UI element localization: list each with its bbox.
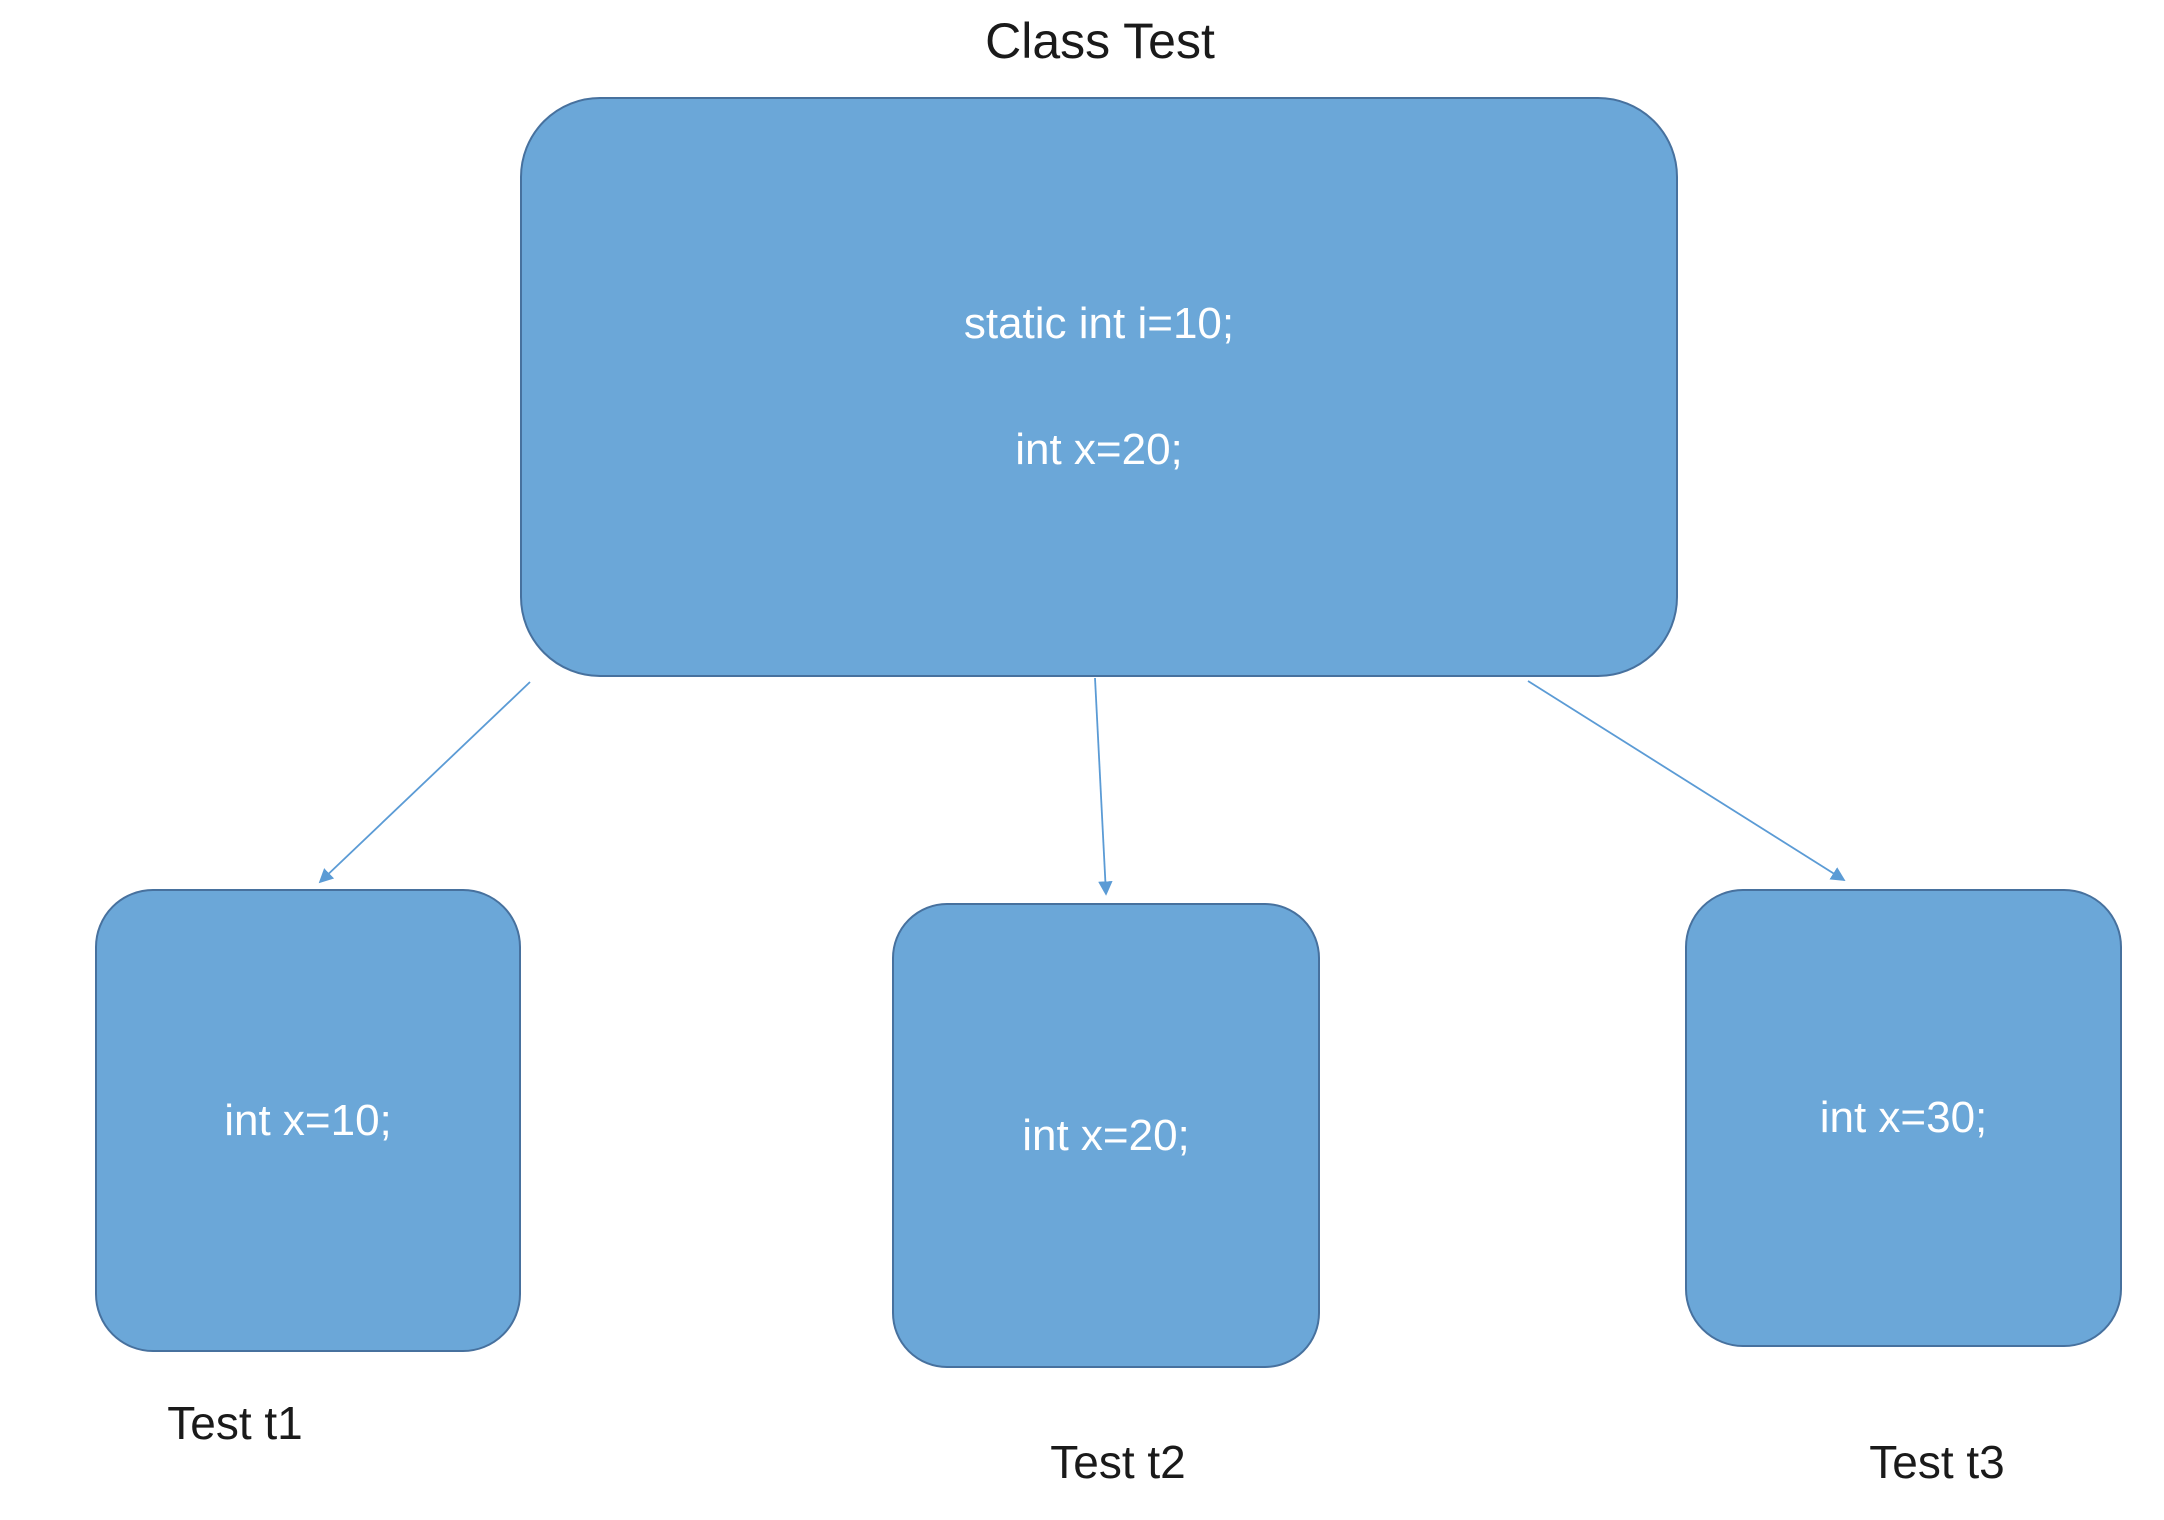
instance-label-t2: Test t2 (1050, 1436, 1186, 1488)
instance-label-t3: Test t3 (1869, 1436, 2005, 1488)
arrow-to-test-t3 (1527, 680, 1846, 881)
arrow-to-test-t2 (1094, 677, 1113, 896)
class-test-node: static int i=10; int x=20; (520, 97, 1678, 677)
instance-t2-field-text: int x=20; (1022, 1110, 1190, 1160)
diagram-title: Class Test (985, 13, 1215, 69)
instance-node-t3: int x=30; (1685, 889, 2122, 1347)
static-field-text: static int i=10; (963, 299, 1235, 348)
instance-field-text: int x=20; (1015, 425, 1183, 474)
instance-t3-field-text: int x=30; (1819, 1093, 1988, 1142)
instance-label-t1: Test t1 (167, 1397, 303, 1449)
instance-t1-field-text: int x=10; (224, 1095, 392, 1145)
arrow-to-test-t1 (318, 681, 531, 884)
instance-node-t1: int x=10; (95, 889, 521, 1352)
instance-node-t2: int x=20; (892, 903, 1320, 1368)
